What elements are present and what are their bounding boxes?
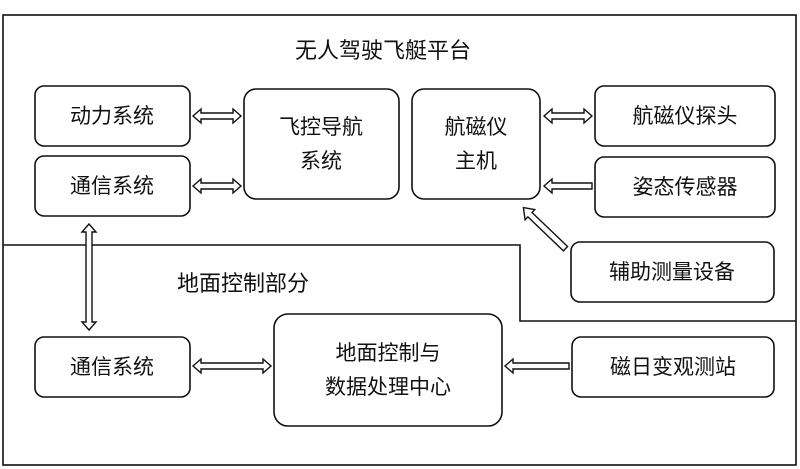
node-power-system: 动力系统 bbox=[34, 85, 191, 147]
outer-frame bbox=[2, 14, 797, 466]
node-label: 航磁仪探头 bbox=[633, 104, 738, 128]
node-flight-control: 飞控导航 系统 bbox=[243, 88, 400, 200]
node-comm-system-ground: 通信系统 bbox=[34, 336, 191, 398]
edge-aux-maghost-arrow bbox=[522, 206, 569, 252]
node-label: 通信系统 bbox=[70, 355, 154, 379]
air-platform-title: 无人驾驶飞艇平台 bbox=[295, 39, 471, 64]
node-mag-host: 航磁仪 主机 bbox=[411, 88, 541, 200]
node-comm-system-air: 通信系统 bbox=[34, 155, 191, 217]
node-mag-probe: 航磁仪探头 bbox=[594, 85, 776, 147]
node-label-line-2: 系统 bbox=[300, 149, 342, 173]
node-ground-center: 地面控制与 数据处理中心 bbox=[273, 313, 503, 427]
node-aux-measurement: 辅助测量设备 bbox=[570, 241, 775, 303]
node-diurnal-station: 磁日变观测站 bbox=[571, 336, 775, 398]
node-label-line-1: 地面控制与 bbox=[336, 341, 441, 365]
edge-power-flight-arrow bbox=[191, 107, 243, 125]
node-label: 辅助测量设备 bbox=[609, 260, 735, 284]
ground-control-title: 地面控制部分 bbox=[177, 272, 309, 297]
edge-attitude-maghost-arrow bbox=[542, 177, 593, 195]
node-label-line-2: 数据处理中心 bbox=[325, 375, 451, 399]
edge-comm-air-ground-arrow bbox=[80, 222, 98, 332]
node-attitude-sensor: 姿态传感器 bbox=[594, 156, 776, 218]
node-label-line-2: 主机 bbox=[455, 149, 497, 173]
edge-comm-flight-arrow bbox=[191, 177, 243, 195]
node-label-line-1: 航磁仪 bbox=[445, 115, 508, 139]
node-label: 动力系统 bbox=[70, 104, 154, 128]
edge-maghost-probe-arrow bbox=[542, 107, 594, 125]
node-label: 姿态传感器 bbox=[633, 175, 738, 199]
region-divider bbox=[3, 244, 796, 322]
node-label: 通信系统 bbox=[70, 174, 154, 198]
node-label-line-1: 飞控导航 bbox=[279, 115, 363, 139]
node-label: 磁日变观测站 bbox=[610, 355, 736, 379]
edge-diurnal-ground-center-arrow bbox=[503, 357, 570, 375]
edge-comm-ground-center-arrow bbox=[191, 357, 273, 375]
